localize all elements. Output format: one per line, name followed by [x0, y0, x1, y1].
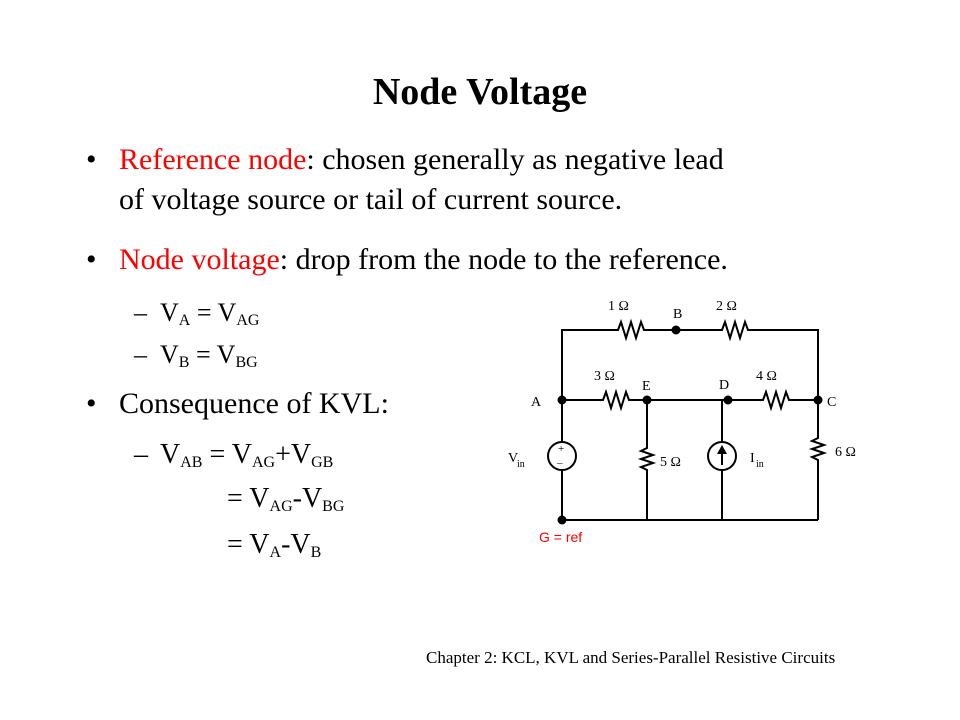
label-c: C [827, 395, 836, 410]
equation-line3: = VA-VB [227, 529, 322, 561]
bullet-reference-node: • Reference node: chosen generally as ne… [86, 140, 879, 220]
ground-reference-label: G = ref [539, 529, 582, 545]
node-dot-e [642, 395, 652, 405]
resistor-4-ohm [758, 388, 796, 412]
footer-text: Chapter 2: KCL, KVL and Series-Parallel … [426, 648, 836, 667]
label-iin-sub: in [756, 459, 764, 470]
label-vin: V [508, 451, 518, 466]
equation-va: – VA = VAG [134, 298, 260, 329]
reference-node-text-1: : chosen generally as negative lead [306, 143, 724, 176]
label-iin: I [750, 451, 755, 466]
label-minus: – [556, 457, 563, 469]
resistor-6-ohm [808, 436, 828, 462]
resistor-3-ohm [596, 388, 636, 412]
bullet-dot: • [86, 143, 97, 176]
label-r3: 3 Ω [594, 369, 615, 384]
label-vin-sub: in [517, 459, 525, 470]
arrow-up-icon [717, 445, 727, 465]
wire-top-right [760, 329, 819, 400]
slide-title: Node Voltage [372, 71, 588, 113]
label-r5: 5 Ω [660, 455, 681, 470]
label-r1: 1 Ω [608, 299, 629, 314]
equation-vab: – VAB = VAG+VGB [134, 439, 334, 471]
label-plus: + [558, 443, 564, 455]
node-dot-b [671, 325, 681, 335]
label-r6: 6 Ω [835, 445, 856, 460]
label-r4: 4 Ω [756, 369, 777, 384]
term-reference-node: Reference node [119, 143, 307, 176]
resistor-5-ohm [637, 446, 657, 472]
dash: – [134, 439, 148, 470]
label-a: A [531, 395, 542, 410]
wire-top-left [561, 329, 605, 400]
node-dot-c [813, 395, 823, 405]
reference-node-text-2: of voltage source or tail of current sou… [119, 183, 623, 216]
dash: – [134, 298, 147, 327]
equation-line2: = VAG-VBG [227, 483, 345, 515]
label-e: E [642, 379, 651, 394]
label-d: D [719, 378, 729, 393]
label-r2: 2 Ω [716, 299, 737, 314]
bullet-dot: • [86, 243, 97, 276]
equation-vb: – VB = VBG [134, 340, 258, 371]
dash: – [134, 340, 147, 369]
resistor-2-ohm [714, 318, 760, 342]
label-b: B [673, 307, 682, 322]
term-node-voltage: Node voltage [119, 243, 280, 276]
bullet-kvl: • Consequence of KVL: [86, 384, 389, 424]
bullet-node-voltage: • Node voltage: drop from the node to th… [86, 240, 919, 280]
resistor-1-ohm [605, 318, 656, 342]
bullet-dot: • [86, 387, 97, 420]
node-voltage-text: : drop from the node to the reference. [279, 243, 728, 276]
node-dot-a [557, 395, 567, 405]
node-dot-d [723, 395, 733, 405]
kvl-text: Consequence of KVL: [119, 387, 389, 420]
node-dot-g [557, 515, 567, 525]
